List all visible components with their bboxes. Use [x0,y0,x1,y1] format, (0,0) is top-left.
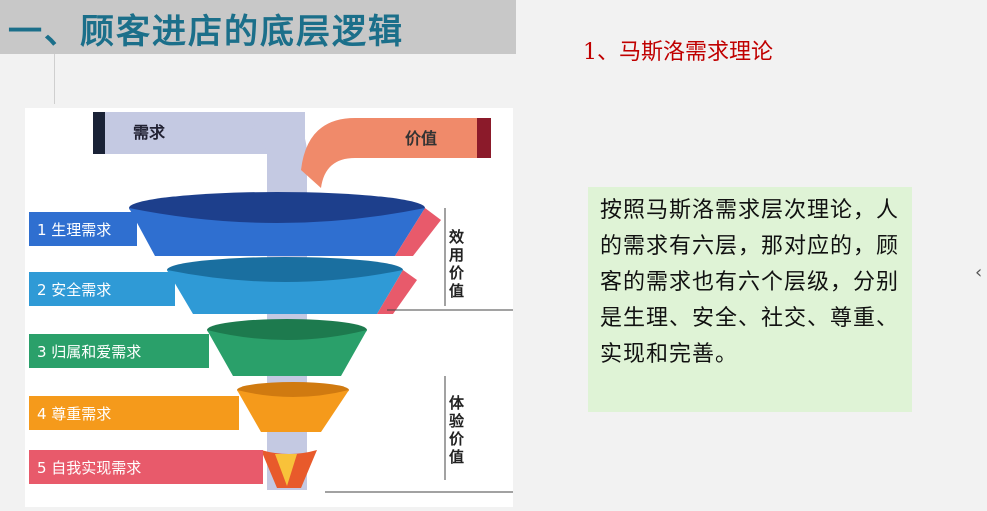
chevron-left-icon[interactable]: ‹ [975,262,983,283]
funnel-accent-2 [377,270,417,314]
level-3-label: 3 归属和爱需求 [37,343,141,361]
experience-value-label: 体验价值 [449,394,465,466]
funnel-ring-2 [167,257,403,283]
funnel-svg: 需求 价值 1 生理需求 2 安全需求 3 归属和爱需求 4 尊重需求 [29,112,513,493]
value-bar-cap [477,118,491,158]
level-4-label: 4 尊重需求 [37,405,111,423]
funnel-ring-4 [237,382,349,398]
funnel-core-5 [275,454,297,486]
level-5-label: 5 自我实现需求 [37,459,141,477]
funnel-ring-1 [129,192,425,224]
level-2-label: 2 安全需求 [37,281,111,299]
funnel-body-3 [207,330,367,376]
level-1-label: 1 生理需求 [37,221,111,239]
level-3-tab [29,334,209,368]
level-2-tab [29,272,175,306]
maslow-funnel-diagram: 需求 价值 1 生理需求 2 安全需求 3 归属和爱需求 4 尊重需求 [25,108,513,507]
funnel-ring-3 [207,319,367,341]
value-bar [301,118,487,188]
level-5-tab [29,450,263,484]
utility-value-label: 效用价值 [449,228,465,300]
value-label: 价值 [405,129,437,148]
page-title: 一、顾客进店的底层逻辑 [8,12,404,52]
description-box: 按照马斯洛需求层次理论，人的需求有六层，那对应的，顾客的需求也有六个层级，分别是… [588,187,912,412]
funnel-body-1 [129,208,425,256]
level-4-tab [29,396,239,430]
level-1-tab [29,212,137,246]
demand-label: 需求 [133,123,166,142]
title-bar: 一、顾客进店的底层逻辑 [0,0,516,54]
funnel-body-4 [237,390,349,432]
section-subtitle: 1、马斯洛需求理论 [583,40,773,65]
funnel-body-2 [167,270,403,314]
funnel-accent-1 [395,208,441,256]
divider-line [54,54,55,104]
demand-bar-cap [93,112,105,154]
description-text: 按照马斯洛需求层次理论，人的需求有六层，那对应的，顾客的需求也有六个层级，分别是… [600,198,900,367]
